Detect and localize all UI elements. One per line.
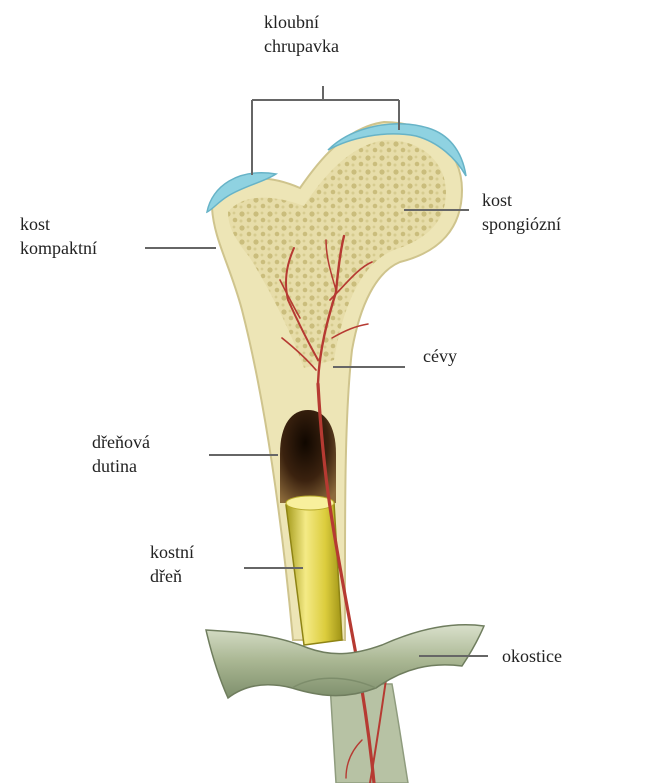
bone-marrow-label: kostní dřeň xyxy=(150,540,194,588)
compact-bone-label: kost kompaktní xyxy=(20,212,97,260)
medullary-cavity-label: dřeňová dutina xyxy=(92,430,150,478)
vessels-label: cévy xyxy=(423,344,457,368)
periosteum-label: okostice xyxy=(502,644,562,668)
cartilage-label: kloubní chrupavka xyxy=(264,10,339,58)
bone-marrow-top xyxy=(286,496,334,510)
spongy-bone-label: kost spongiózní xyxy=(482,188,561,236)
